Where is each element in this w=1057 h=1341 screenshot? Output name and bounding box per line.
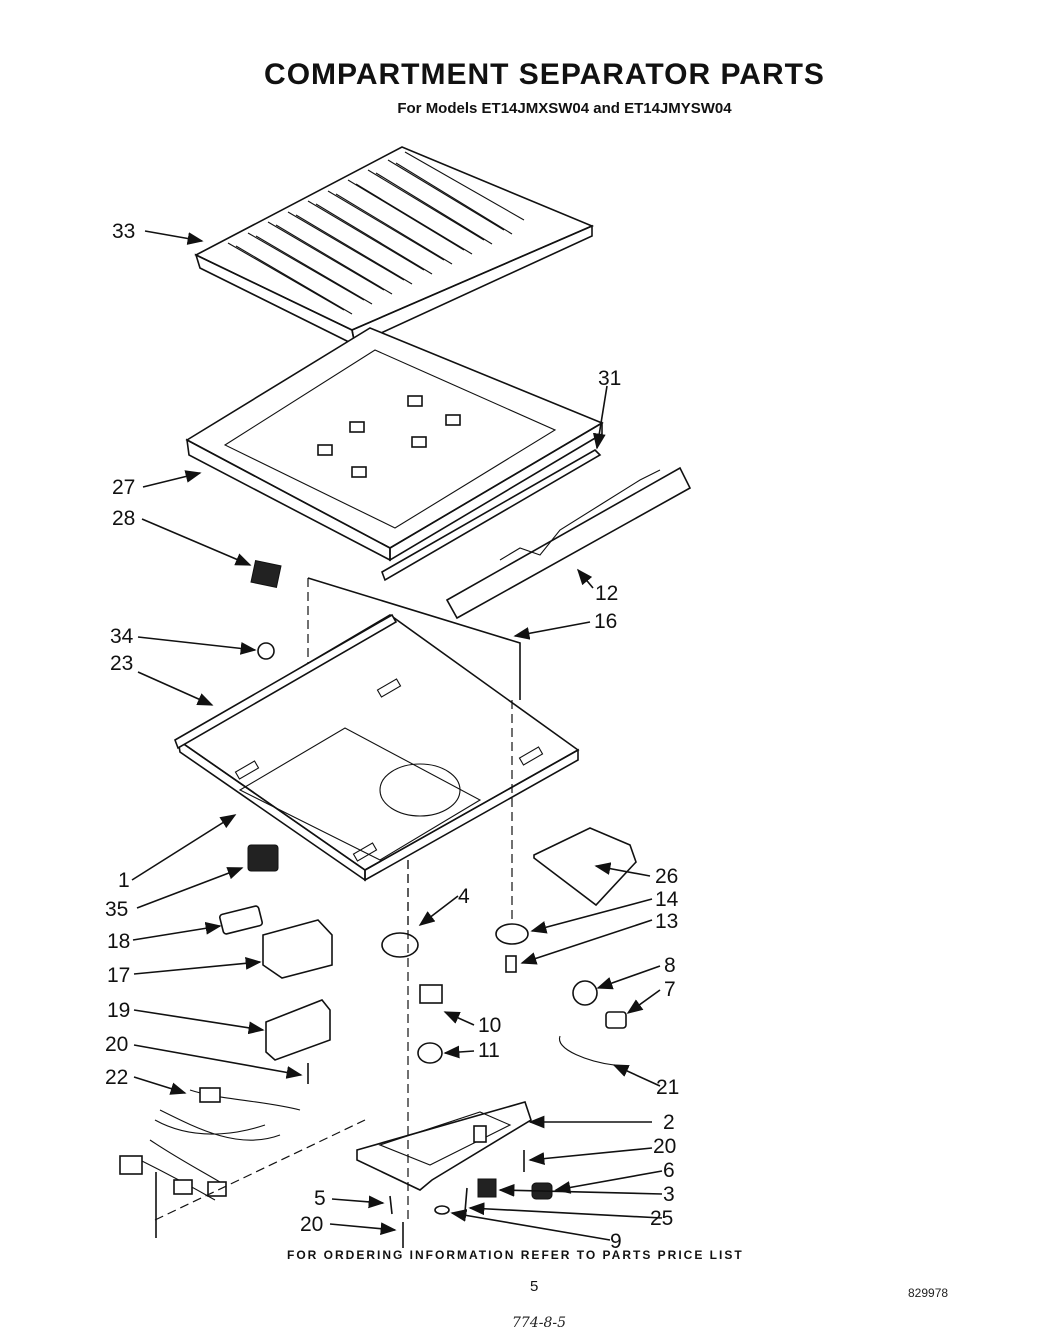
callout-12: 12 [595, 582, 618, 605]
rail-31 [381, 449, 602, 582]
bulb-holder-7 [605, 1011, 627, 1029]
callout-34: 34 [110, 625, 134, 648]
separator-tray-27 [185, 327, 604, 562]
callout-31: 31 [598, 367, 621, 390]
wire-21 [559, 1035, 615, 1066]
callout-10: 10 [478, 1014, 501, 1037]
callout-8: 8 [664, 954, 676, 977]
page-subtitle: For Models ET14JMXSW04 and ET14JMYSW04 [397, 100, 732, 117]
callout-7: 7 [664, 978, 676, 1001]
callout-22: 22 [105, 1066, 128, 1089]
callout-13: 13 [655, 910, 678, 933]
ordering-note: FOR ORDERING INFORMATION REFER TO PARTS … [287, 1248, 744, 1262]
callout-11: 11 [478, 1039, 500, 1062]
callout-20-left: 20 [105, 1033, 128, 1056]
callout-18: 18 [107, 930, 130, 953]
leader-lines [131, 230, 663, 1241]
callout-19: 19 [107, 999, 130, 1022]
callout-17: 17 [107, 964, 130, 987]
callout-1: 1 [118, 869, 130, 892]
light-housing-17 [262, 919, 333, 979]
handwritten-note: 774-8-5 [512, 1315, 566, 1331]
connector-35 [247, 844, 279, 872]
knob-11 [417, 1042, 443, 1064]
plug-9 [434, 1205, 450, 1215]
screw-13 [505, 955, 517, 973]
base-bracket-2 [356, 1101, 532, 1191]
callout-26: 26 [655, 865, 678, 888]
callout-4: 4 [458, 885, 470, 908]
callout-20-right: 20 [653, 1135, 676, 1158]
switch-10 [419, 984, 443, 1004]
gasket-18 [219, 905, 263, 935]
light-bulb-8 [572, 980, 598, 1006]
callout-25: 25 [650, 1207, 673, 1230]
screw-25 [464, 1187, 468, 1213]
trim-strip-23 [174, 613, 398, 750]
grommet-14 [495, 923, 529, 945]
callout-23: 23 [110, 652, 133, 675]
callout-28: 28 [112, 507, 135, 530]
separator-pan-1 [176, 614, 580, 882]
callout-5: 5 [314, 1187, 326, 1210]
grille-shelf-33 [194, 146, 595, 347]
page-number: 5 [530, 1278, 539, 1295]
callout-21: 21 [656, 1076, 679, 1099]
spacer-block-28 [250, 559, 282, 589]
callout-14: 14 [655, 888, 679, 911]
callout-35: 35 [105, 898, 128, 921]
callout-6: 6 [663, 1159, 675, 1182]
callout-27: 27 [112, 476, 135, 499]
insulation-pad-26 [533, 827, 637, 907]
callout-33: 33 [112, 220, 135, 243]
callout-9: 9 [610, 1230, 622, 1253]
drawing-code: 829978 [908, 1286, 949, 1300]
callout-labels: 33 31 27 28 12 16 34 23 1 35 4 26 14 13 … [105, 220, 679, 1253]
callout-16: 16 [594, 610, 617, 633]
light-socket-4 [381, 932, 419, 958]
screw-5 [389, 1195, 393, 1215]
callout-3: 3 [663, 1183, 675, 1206]
wire-harness-16 [307, 577, 521, 700]
switch-bracket-19 [265, 999, 331, 1061]
callout-2: 2 [663, 1111, 675, 1134]
clip-34 [257, 642, 275, 660]
callout-20-bottom: 20 [300, 1213, 323, 1236]
wiring-harness-22 [119, 1087, 301, 1201]
page-title: COMPARTMENT SEPARATOR PARTS [264, 58, 825, 91]
rail-12 [445, 466, 692, 620]
connector-3 [477, 1178, 497, 1198]
